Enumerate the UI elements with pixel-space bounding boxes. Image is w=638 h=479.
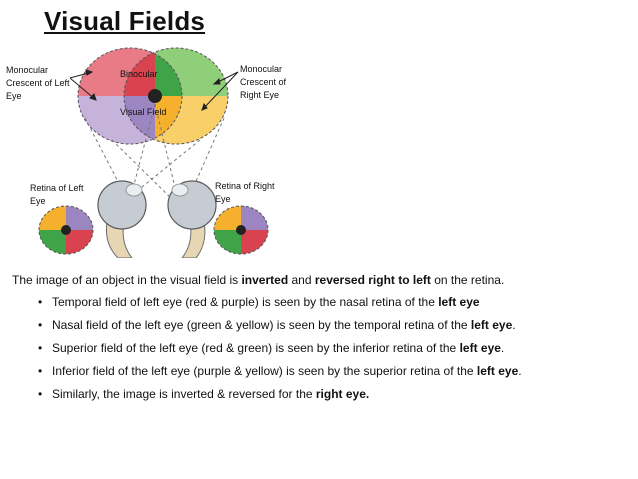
retina-left-center bbox=[61, 225, 71, 235]
bullet-item: Inferior field of the left eye (purple &… bbox=[36, 363, 522, 379]
bullet-bold: left eye bbox=[459, 341, 501, 355]
right-eye-field-outline bbox=[123, 47, 229, 145]
label-monocular-crescent-left: Monocular Crescent of Left Eye bbox=[6, 65, 70, 101]
bullet-text: Superior field of the left eye (red & gr… bbox=[52, 341, 460, 355]
intro-bold-reversed: reversed right to left bbox=[314, 273, 431, 287]
intro-bold-inverted: inverted bbox=[241, 273, 289, 287]
bullet-bold: right eye. bbox=[315, 387, 370, 401]
bullet-bold: left eye bbox=[476, 364, 519, 378]
bullet-text: Similarly, the image is inverted & rever… bbox=[52, 387, 316, 401]
bullet-text: Nasal field of the left eye (green & yel… bbox=[52, 318, 471, 332]
bullet-bold: left eye bbox=[438, 295, 480, 309]
label-arrows bbox=[69, 69, 239, 111]
intro-text-2: and bbox=[288, 273, 315, 287]
label-monocular-crescent-right: Monocular Crescent of Right Eye bbox=[240, 64, 287, 100]
bullet-bold: left eye bbox=[470, 318, 513, 332]
retina-left-outline bbox=[38, 205, 94, 255]
bullet-text: Temporal field of left eye (red & purple… bbox=[52, 295, 439, 309]
intro-text-3: on the retina. bbox=[430, 273, 505, 287]
bullet-text: Inferior field of the left eye (purple &… bbox=[52, 364, 477, 378]
bullet-tail: . bbox=[512, 318, 516, 332]
label-visual-field: Visual Field bbox=[120, 107, 167, 117]
retina-right-center bbox=[236, 225, 246, 235]
label-retina-right-eye: Retina of Right Eye bbox=[215, 181, 275, 204]
bullet-item: Temporal field of left eye (red & purple… bbox=[36, 294, 522, 310]
left-eye-field-outline bbox=[77, 47, 183, 145]
right-eyeball bbox=[167, 180, 217, 258]
intro-text-1: The image of an object in the visual fie… bbox=[12, 273, 242, 287]
bullet-list: Temporal field of left eye (red & purple… bbox=[36, 294, 522, 409]
label-binocular: Binocular bbox=[120, 69, 158, 79]
label-retina-left-eye: Retina of Left Eye bbox=[30, 183, 84, 206]
page-title: Visual Fields bbox=[44, 6, 206, 36]
intro-paragraph: The image of an object in the visual fie… bbox=[12, 272, 504, 288]
bullet-item: Nasal field of the left eye (green & yel… bbox=[36, 317, 522, 333]
fixation-point bbox=[148, 89, 162, 103]
retina-right-lower-right bbox=[241, 230, 268, 254]
retina-right-outline bbox=[213, 205, 269, 255]
bullet-tail: . bbox=[518, 364, 522, 378]
bullet-item: Similarly, the image is inverted & rever… bbox=[36, 386, 522, 402]
retina-right-lower-left bbox=[214, 230, 241, 254]
bullet-tail: . bbox=[500, 341, 505, 355]
retina-left-lower-right bbox=[66, 230, 93, 254]
left-eyeball bbox=[97, 180, 147, 258]
visual-fields-diagram bbox=[38, 47, 269, 258]
bullet-item: Superior field of the left eye (red & gr… bbox=[36, 340, 522, 356]
